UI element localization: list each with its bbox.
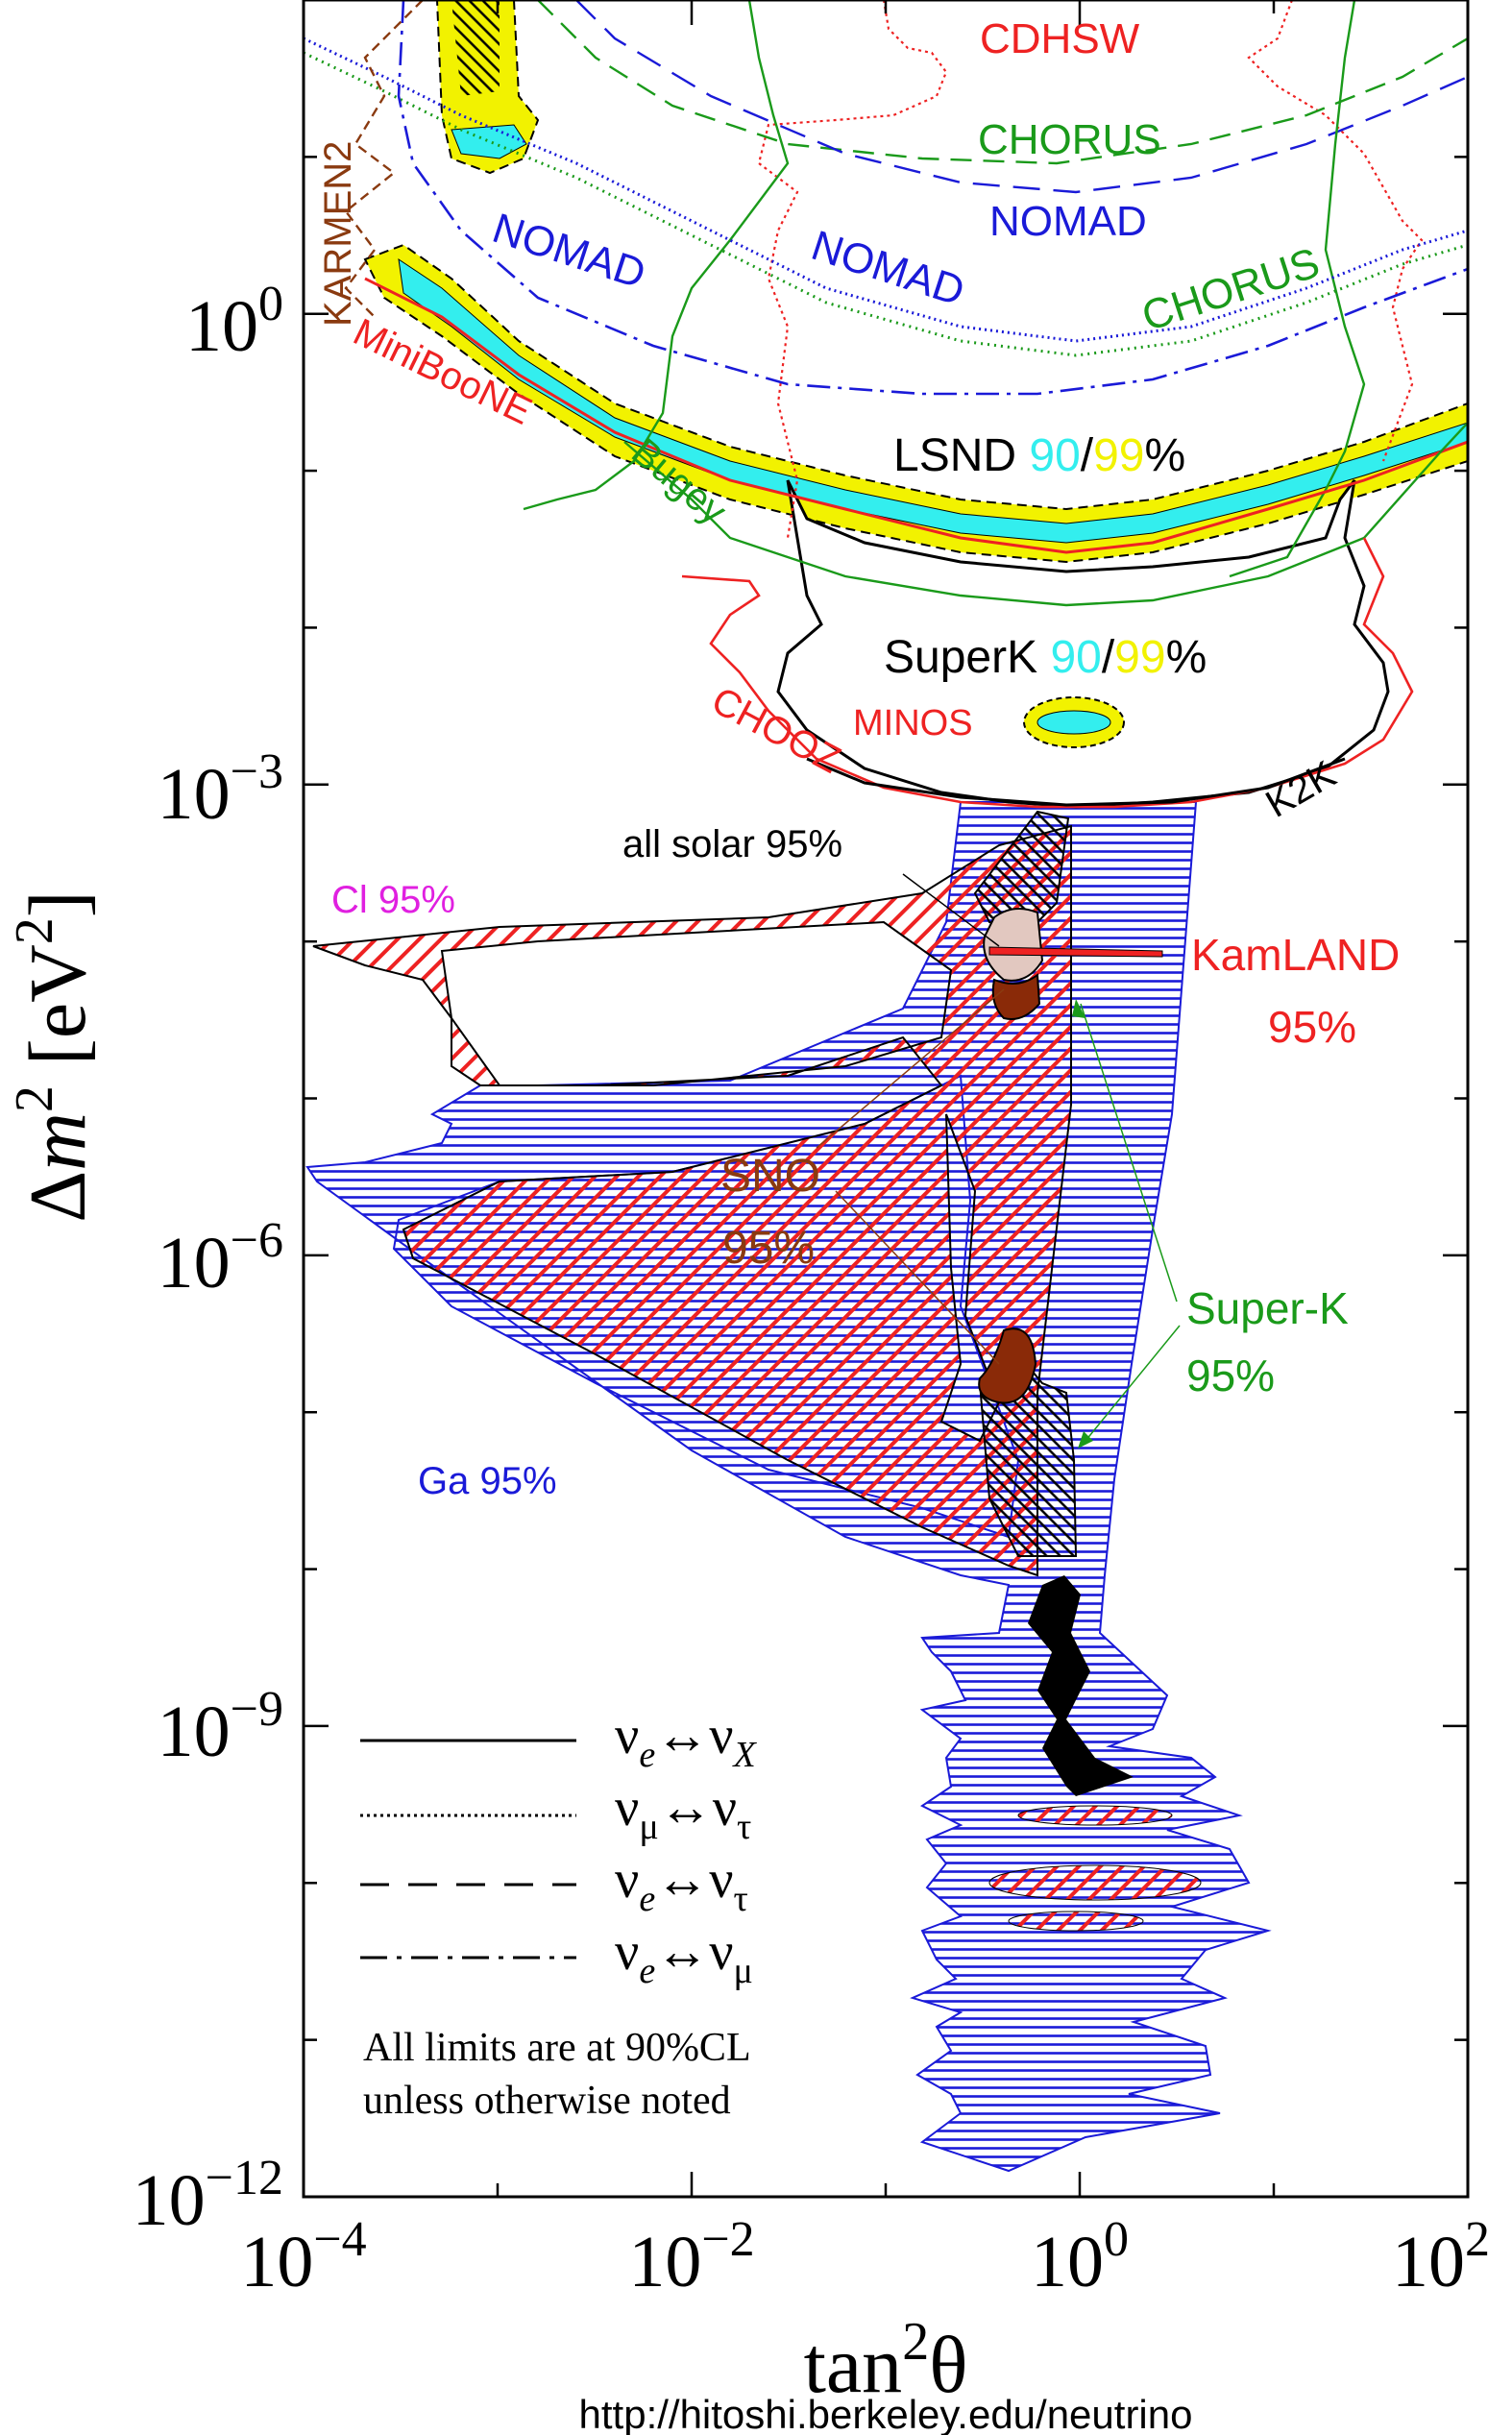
y-tick-label: 10−6 xyxy=(158,1213,283,1303)
superk-solar-arrowhead-2 xyxy=(1078,1431,1093,1449)
y-axis-title: Δm2 [eV2] xyxy=(5,890,103,1223)
lsnd-90-region xyxy=(398,257,1468,544)
nomad-left-label: NOMAD xyxy=(487,205,651,298)
karmen2-curve xyxy=(344,0,424,318)
sno-cl-label: 95% xyxy=(722,1223,815,1274)
y-tick-label: 100 xyxy=(185,277,283,367)
y-tick-labels: 100 10−3 10−6 10−9 10−12 xyxy=(133,277,283,2241)
superk-solar-arrowhead-1 xyxy=(1072,999,1085,1018)
cl-label: Cl 95% xyxy=(331,879,455,921)
chorus-top-label: CHORUS xyxy=(978,116,1161,163)
k2k-curve xyxy=(806,757,1346,807)
x-tick-labels: 10−4 10−2 100 102 xyxy=(240,2212,1490,2302)
nomad-green-dotted-curve xyxy=(304,51,1468,357)
ga-label: Ga 95% xyxy=(418,1460,557,1502)
chorus-top-curve xyxy=(537,0,1468,165)
footer-url[interactable]: http://hitoshi.berkeley.edu/neutrino xyxy=(579,2392,1193,2435)
kamland-cl-label: 95% xyxy=(1268,1002,1356,1052)
note-line-1: All limits are at 90%CL xyxy=(363,2026,751,2070)
lsnd-label: LSND 90/99% xyxy=(893,430,1185,481)
nomad-dotted-curve xyxy=(304,37,1468,343)
nomad-top-label: NOMAD xyxy=(989,198,1147,245)
miniboone-curve xyxy=(364,277,1468,554)
y-tick-label: 10−9 xyxy=(158,1682,283,1772)
chooz-curve xyxy=(681,537,1414,809)
cdhsw-label: CDHSW xyxy=(980,15,1140,62)
legend-label: νe↔νμ xyxy=(615,1922,753,1991)
lsnd-column-inner xyxy=(451,0,500,96)
minos-90-region xyxy=(1036,710,1111,735)
axes xyxy=(302,0,1470,2199)
exclusion-curves xyxy=(304,0,1468,809)
kamland-label: KamLAND xyxy=(1191,930,1400,980)
red-blob-3 xyxy=(1008,1911,1144,1932)
y-tick-label: 10−12 xyxy=(133,2151,283,2241)
x-tick-label: 10−2 xyxy=(628,2212,754,2302)
karmen2-label: KARMEN2 xyxy=(317,141,359,327)
x-tick-label: 102 xyxy=(1392,2212,1490,2302)
superk-solar-label: Super-K xyxy=(1186,1283,1349,1333)
red-blob-2 xyxy=(988,1864,1202,1901)
legend-label: νe↔νX xyxy=(615,1706,758,1775)
sno-region-sma xyxy=(978,1327,1037,1404)
all-solar-region xyxy=(973,810,1070,934)
sno-label: SNO xyxy=(720,1151,820,1202)
legend-label: νe↔ντ xyxy=(615,1850,748,1919)
nomad-dashdot-curve xyxy=(397,0,1468,396)
sno-region-lma xyxy=(991,973,1041,1020)
x-tick-label: 100 xyxy=(1031,2212,1129,2302)
superk-solar-cl-label: 95% xyxy=(1186,1351,1275,1400)
cdhsw-curve xyxy=(757,0,1424,539)
nomad-top-curve xyxy=(575,0,1468,194)
pointer-lines xyxy=(816,873,1181,1449)
all-solar-label: all solar 95% xyxy=(622,823,842,865)
kamland-region xyxy=(988,946,1163,958)
vacuum-band xyxy=(1028,1575,1134,1796)
legend-label: νμ↔ντ xyxy=(615,1778,751,1847)
red-blob-1 xyxy=(1017,1805,1173,1826)
legend: νe↔νX νμ↔ντ νe↔ντ νe↔νμ All limits are a… xyxy=(360,1706,758,2123)
x-axis-title: tan2θ xyxy=(804,2312,968,2410)
all-solar-lma xyxy=(983,908,1044,982)
sno-pointer-2 xyxy=(835,1190,1000,1365)
chorus-solid-curve xyxy=(523,0,1366,578)
chorus-right-label: CHORUS xyxy=(1136,239,1325,341)
regions xyxy=(305,0,1468,2173)
all-solar-pointer xyxy=(902,873,1000,947)
bugey-curve xyxy=(623,422,1468,607)
superk-atm-region xyxy=(776,479,1390,809)
minos-label: MINOS xyxy=(853,703,973,743)
sno-pointer-1 xyxy=(816,988,1005,1149)
note-line-2: unless otherwise noted xyxy=(363,2079,731,2123)
x-tick-label: 10−4 xyxy=(240,2212,366,2302)
superk-solar-pointer-2 xyxy=(1085,1325,1181,1442)
y-tick-label: 10−3 xyxy=(158,744,283,835)
superk-label: SuperK 90/99% xyxy=(884,632,1207,683)
superk-solar-pointer-1 xyxy=(1080,1003,1178,1303)
nomad-mid-label: NOMAD xyxy=(806,222,970,315)
